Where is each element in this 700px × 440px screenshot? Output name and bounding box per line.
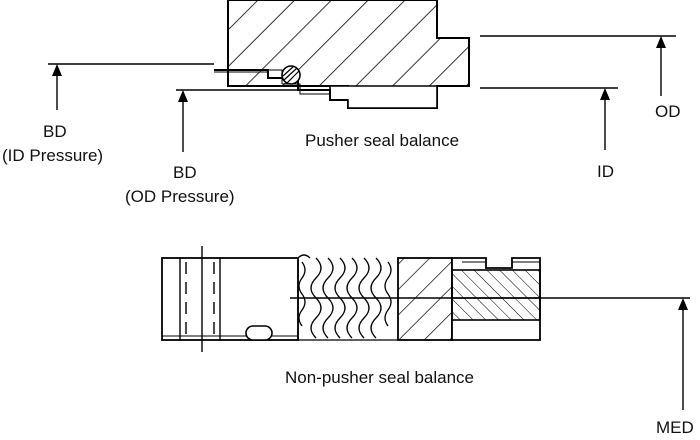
bd-od-arrow — [178, 90, 188, 152]
o-ring — [281, 65, 301, 85]
od-arrow — [656, 36, 666, 96]
pusher-seal-drawing — [48, 0, 676, 152]
primary-ring — [329, 85, 438, 109]
od-label: OD — [655, 102, 681, 121]
pusher-title: Pusher seal balance — [305, 131, 459, 150]
id-label: ID — [597, 162, 614, 181]
bd-od-label: BD — [173, 163, 197, 182]
adapter-body — [161, 257, 299, 341]
id-arrow — [600, 88, 610, 150]
bd-id-sublabel: (ID Pressure) — [2, 146, 103, 165]
seal-face-insert — [451, 269, 541, 321]
rotating-ring — [397, 257, 453, 341]
non-pusher-title: Non-pusher seal balance — [285, 368, 474, 387]
bd-od-sublabel: (OD Pressure) — [125, 187, 235, 206]
bd-id-arrow — [52, 64, 62, 110]
non-pusher-seal-drawing — [161, 246, 690, 410]
secondary-o-ring — [245, 325, 273, 341]
med-arrow — [678, 298, 688, 410]
seal-holder-detail — [227, 69, 283, 86]
med-label: MED — [656, 418, 694, 437]
bd-id-label: BD — [43, 122, 67, 141]
